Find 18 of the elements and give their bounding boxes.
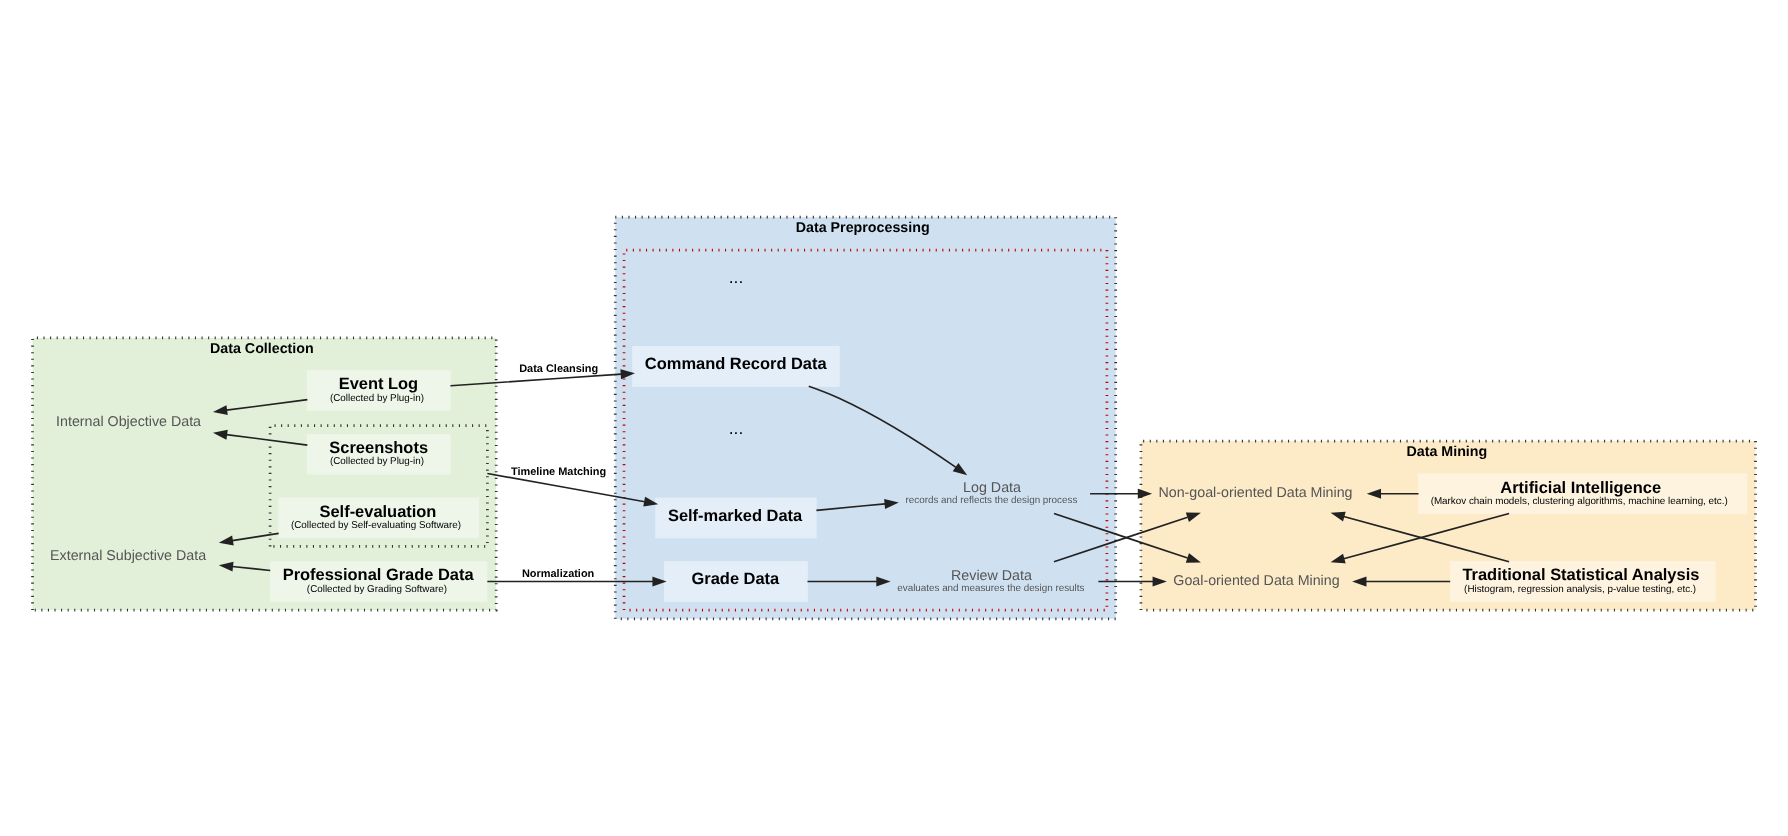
cluster [268,424,489,548]
arrow [486,576,667,587]
arrow [212,398,309,416]
arrow [1097,576,1167,587]
arrow [1352,576,1451,587]
arrow [815,498,899,512]
arrow [1366,488,1420,499]
label: ... [728,418,744,439]
arrow [486,472,659,507]
arrow [807,385,968,476]
arrow [449,369,635,387]
arrow [806,576,891,587]
arrow [212,429,309,446]
label: ... [728,266,744,287]
arrow [218,561,272,572]
arrow [218,532,280,546]
arrow [1089,488,1153,499]
arrow [1053,512,1201,563]
